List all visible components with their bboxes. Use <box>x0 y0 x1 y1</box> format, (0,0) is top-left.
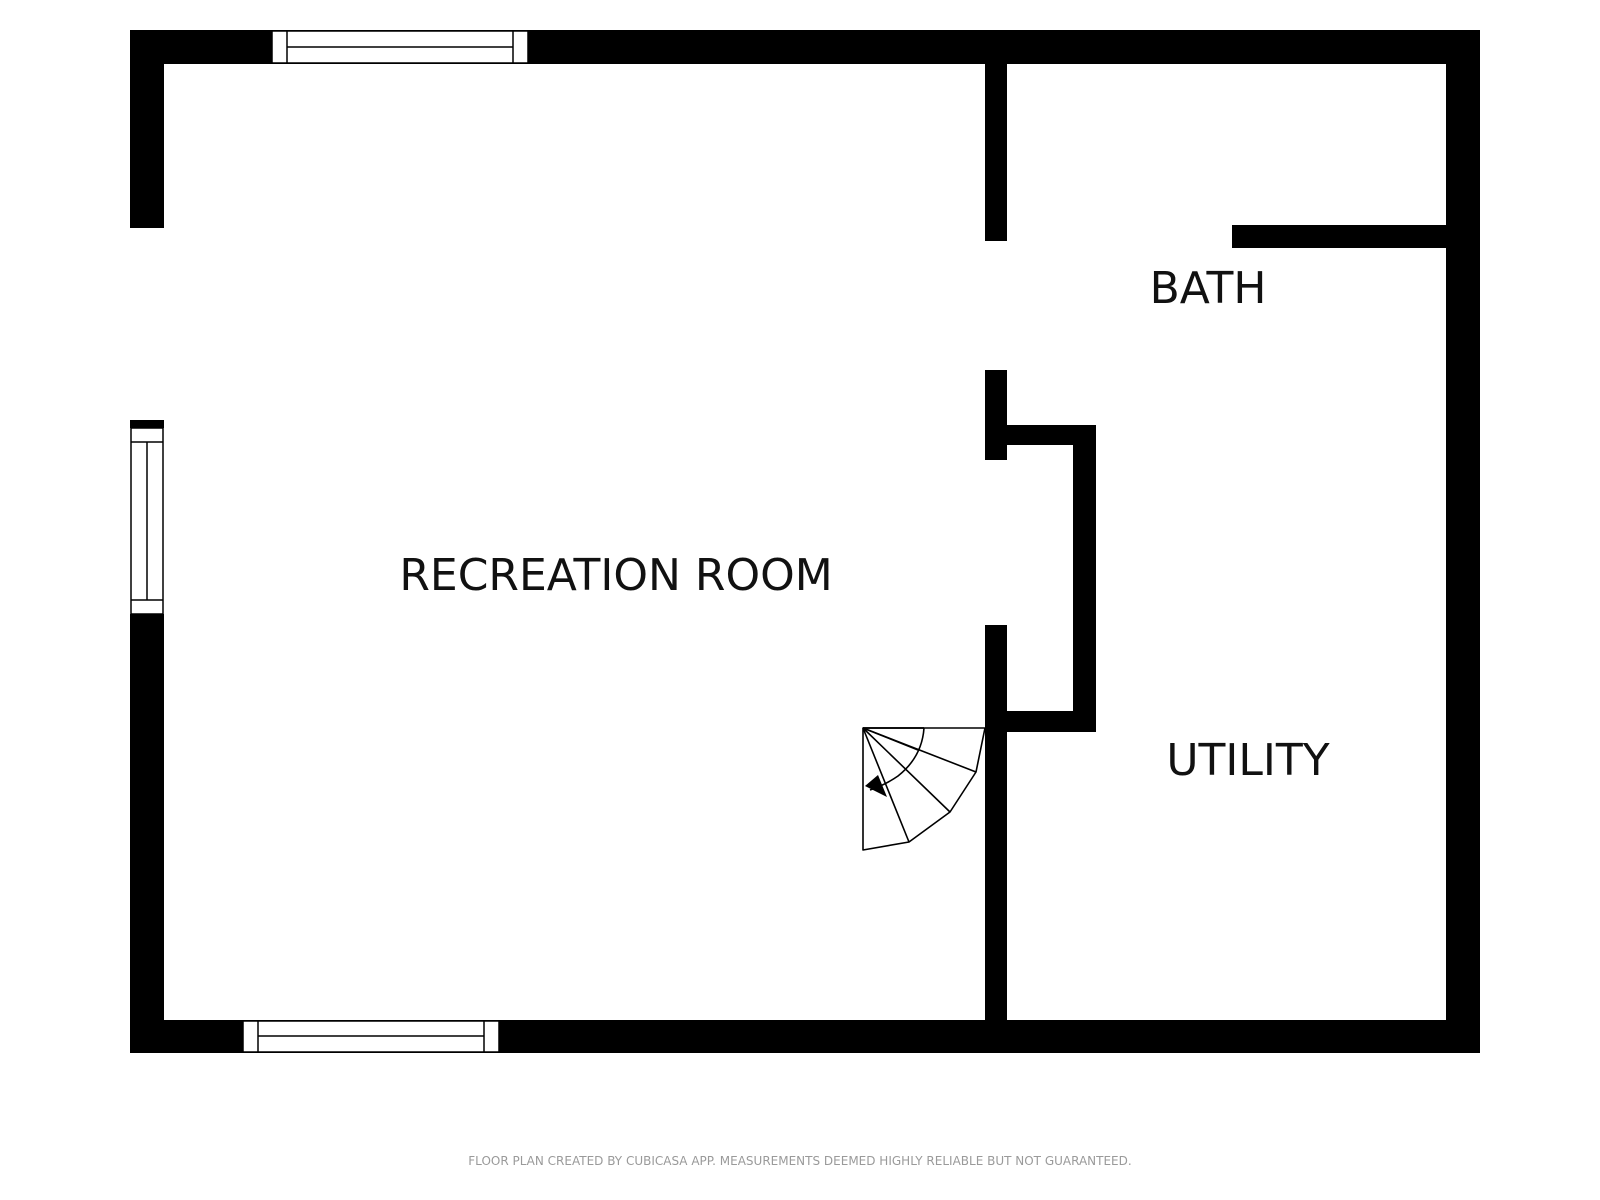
room-label-recreation: RECREATION ROOM <box>399 550 832 601</box>
window-left <box>130 427 164 615</box>
spiral-stairs-icon <box>862 727 986 851</box>
partition-lower <box>985 625 1007 1053</box>
room-label-utility: UTILITY <box>1166 735 1329 786</box>
triangle-arrow-icon <box>865 775 887 797</box>
interior-walls <box>985 30 1480 1053</box>
bath-divider <box>1232 225 1480 248</box>
partition-middle <box>985 370 1007 460</box>
wall-left-lower <box>130 614 164 1053</box>
windows <box>130 30 529 1053</box>
wall-right <box>1446 30 1480 1053</box>
window-bottom <box>242 1020 500 1053</box>
chase-side <box>1073 425 1096 732</box>
chase-bottom <box>1007 711 1096 732</box>
exterior-walls <box>130 30 1480 1053</box>
wall-left-upper <box>130 30 164 228</box>
window-top <box>271 30 529 64</box>
wall-left-middle <box>130 420 164 428</box>
room-label-bath: BATH <box>1150 263 1267 314</box>
footer-disclaimer: FLOOR PLAN CREATED BY CUBICASA APP. MEAS… <box>468 1154 1131 1168</box>
partition-upper <box>985 30 1007 241</box>
